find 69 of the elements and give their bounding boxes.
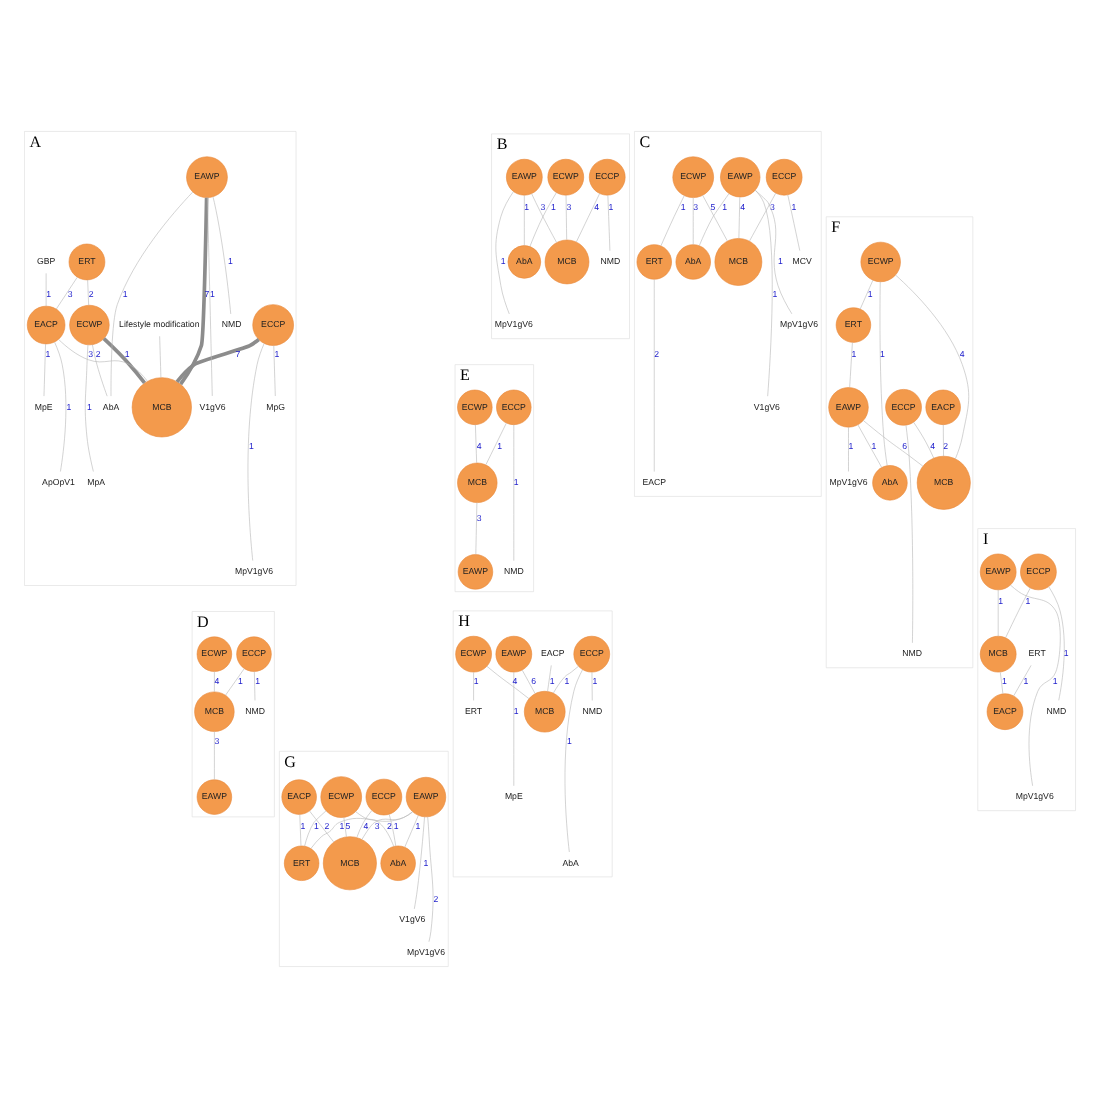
connector xyxy=(475,424,477,464)
connector xyxy=(942,424,944,457)
connector xyxy=(660,195,685,247)
connector xyxy=(58,339,148,382)
connector xyxy=(895,274,970,460)
connector xyxy=(755,190,773,397)
connector xyxy=(1000,672,1004,695)
connector xyxy=(1005,587,1031,638)
connector xyxy=(247,343,265,561)
connector xyxy=(343,817,347,838)
connector xyxy=(110,191,194,397)
connector xyxy=(653,279,655,472)
connector xyxy=(553,666,579,694)
connector xyxy=(179,197,209,386)
connector xyxy=(787,194,801,251)
connector xyxy=(56,276,78,310)
connector xyxy=(273,345,276,397)
connector xyxy=(859,280,874,310)
connector xyxy=(102,337,146,384)
connector xyxy=(607,195,611,252)
connector xyxy=(355,811,395,847)
connector xyxy=(404,815,419,848)
connector xyxy=(54,341,67,472)
connector xyxy=(863,420,924,467)
connector xyxy=(473,672,474,701)
connector xyxy=(486,665,530,699)
connector xyxy=(212,196,232,315)
connector xyxy=(475,502,478,555)
connector xyxy=(1013,665,1032,697)
connector xyxy=(254,671,256,701)
connector xyxy=(43,343,46,397)
connector xyxy=(564,669,583,853)
connector xyxy=(749,192,777,242)
connector xyxy=(299,814,302,847)
connector xyxy=(879,281,888,466)
connector xyxy=(849,342,853,388)
connector xyxy=(692,197,694,245)
connector xyxy=(521,669,536,694)
connector xyxy=(214,731,215,780)
connector xyxy=(304,810,327,847)
connector xyxy=(207,197,213,397)
connector xyxy=(225,668,245,696)
connector xyxy=(84,344,94,472)
connector xyxy=(388,814,397,847)
connector xyxy=(414,816,425,910)
connector xyxy=(524,195,525,246)
connector xyxy=(1010,584,1061,787)
connector xyxy=(547,665,552,692)
connector xyxy=(848,426,849,472)
connector xyxy=(309,810,334,843)
connector xyxy=(356,810,373,838)
connector xyxy=(361,811,413,840)
connector xyxy=(857,424,882,468)
connector xyxy=(495,191,514,315)
connector xyxy=(738,196,741,239)
connector xyxy=(754,190,793,315)
connector xyxy=(1048,586,1065,701)
connector xyxy=(175,338,260,383)
connector xyxy=(159,335,162,378)
connector xyxy=(576,193,600,243)
connector xyxy=(310,811,413,849)
connector xyxy=(905,425,914,644)
connector xyxy=(87,279,89,306)
connector xyxy=(565,195,567,240)
connector xyxy=(913,421,935,459)
connector xyxy=(214,671,215,693)
connector xyxy=(485,422,507,465)
connector xyxy=(427,816,434,943)
connector xyxy=(92,344,108,397)
